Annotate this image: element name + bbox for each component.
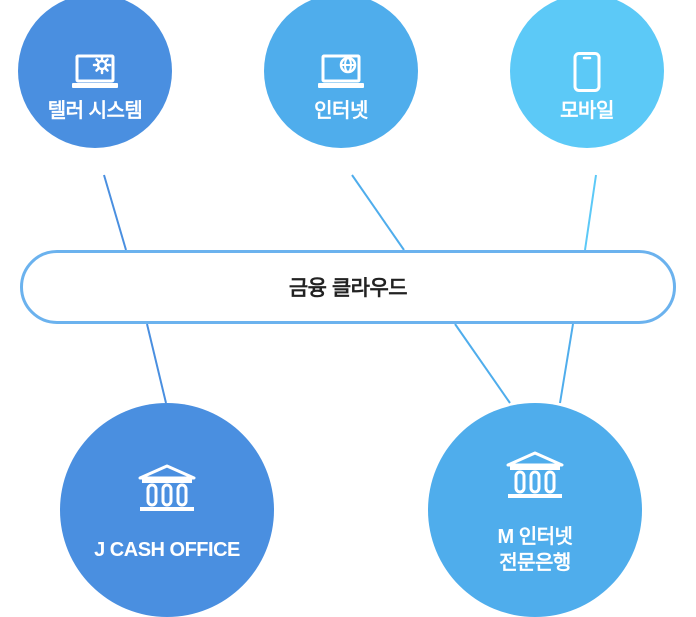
bank-icon — [506, 451, 564, 498]
laptop-gear-icon — [72, 54, 118, 88]
internet-node: 인터넷 — [264, 0, 418, 148]
m-internet-bank-node: M 인터넷 전문은행 — [428, 403, 642, 617]
financial-cloud-bar: 금융 클라우드 — [20, 250, 676, 324]
connector-teller-cloud — [103, 174, 127, 251]
mobile-node: 모바일 — [510, 0, 664, 148]
connector-mobile-cloud — [584, 174, 597, 251]
connector-cloud-bank-right — [559, 323, 574, 404]
laptop-globe-icon — [318, 54, 364, 88]
internet-label: 인터넷 — [314, 100, 368, 122]
teller-system-node: 텔러 시스템 — [18, 0, 172, 148]
m-internet-bank-label-line2: 전문은행 — [499, 552, 571, 574]
connector-internet-cloud — [351, 174, 405, 251]
j-cash-office-node: J CASH OFFICE — [60, 403, 274, 617]
connector-cloud-bank-left — [454, 323, 511, 404]
teller-system-label: 텔러 시스템 — [47, 100, 143, 122]
mobile-label: 모바일 — [560, 100, 614, 122]
m-internet-bank-label-line1: M 인터넷 — [497, 526, 573, 548]
bank-icon — [138, 464, 196, 511]
connector-cloud-office — [146, 323, 167, 404]
j-cash-office-label: J CASH OFFICE — [94, 539, 240, 561]
smartphone-icon — [573, 52, 601, 92]
financial-cloud-label: 금융 클라우드 — [288, 277, 408, 300]
